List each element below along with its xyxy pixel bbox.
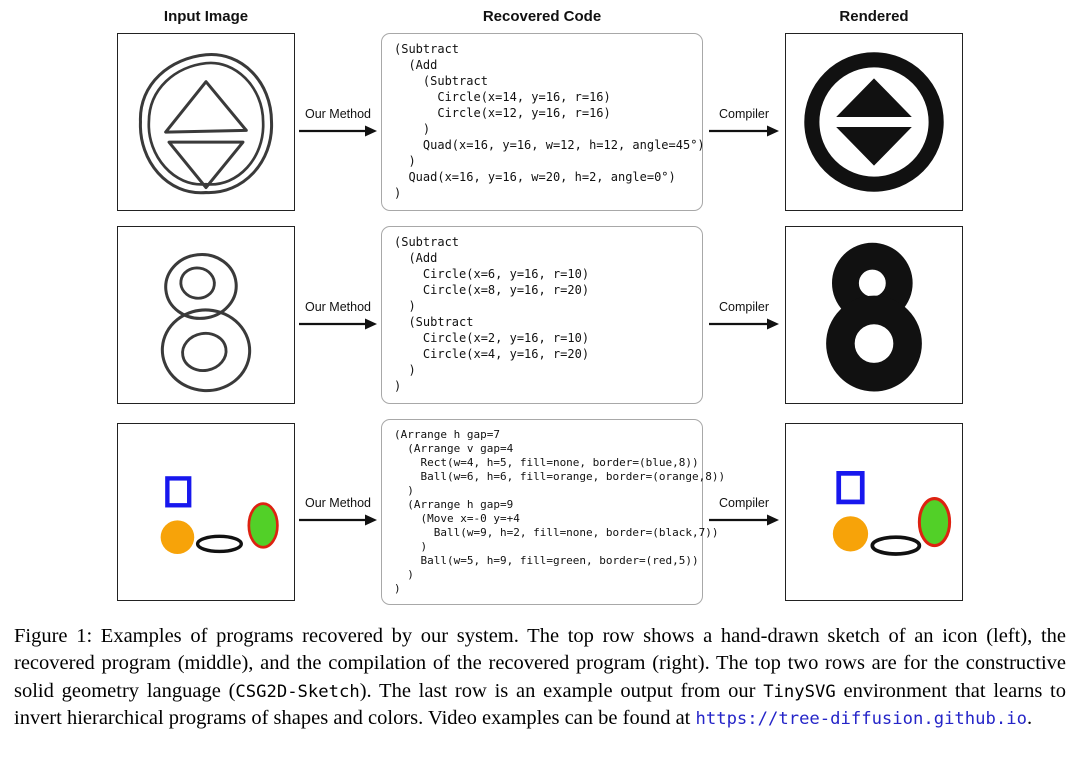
sketch-outer-circle <box>138 53 274 195</box>
recovered-code-icon: (Subtract (Add (Subtract Circle(x=14, y=… <box>394 42 705 200</box>
arrow-our-method-2: Our Method <box>295 300 381 331</box>
input-image-box-icon <box>117 33 295 211</box>
arrow-label-our-method: Our Method <box>304 299 371 314</box>
caption-text-segment: ). The last row is an example output fro… <box>359 679 764 702</box>
rendered-circle-diamond-image <box>804 52 944 192</box>
input-image-box-eight <box>117 226 295 404</box>
input-shapes-image <box>160 476 279 554</box>
blue-square-shape <box>165 476 192 508</box>
sketch-eight-bottom-hole <box>181 331 228 372</box>
figure-row-eight: Our Method (Subtract (Add Circle(x=6, y=… <box>0 226 1080 404</box>
sketch-eight-top-outline <box>164 252 238 320</box>
column-headers: Input Image Recovered Code Rendered <box>0 4 1080 25</box>
arrow-right-icon <box>709 125 779 136</box>
rendered-down-triangle <box>836 127 912 166</box>
arrow-label-compiler: Compiler <box>718 496 769 511</box>
black-ellipse-shape <box>195 534 243 553</box>
green-ball-shape <box>247 502 279 549</box>
caption-text-segment: TinySVG <box>763 681 836 702</box>
arrow-right-icon <box>299 318 377 329</box>
code-box-icon: (Subtract (Add (Subtract Circle(x=14, y=… <box>381 33 705 211</box>
arrow-right-icon <box>299 514 377 526</box>
column-header-input: Input Image <box>163 8 249 25</box>
recovered-code-shapes: (Arrange h gap=7 (Arrange v gap=4 Rect(w… <box>394 428 726 595</box>
rendered-image-box-icon <box>785 33 963 211</box>
arrow-compiler-2: Compiler <box>703 300 785 331</box>
arrow-label-our-method: Our Method <box>304 496 371 511</box>
arrow-right-icon <box>709 514 779 526</box>
sketch-eight-top-hole <box>179 266 216 300</box>
caption-text-segment: environment that learns to invert hierar… <box>14 679 1067 729</box>
arrow-compiler-3: Compiler <box>703 496 785 527</box>
figure-caption: Figure 1: Examples of programs recovered… <box>14 623 1066 732</box>
code-box-shapes: (Arrange h gap=7 (Arrange v gap=4 Rect(w… <box>381 419 726 605</box>
rendered-shapes-image <box>832 470 952 556</box>
sketch-eight-bottom-outline <box>160 308 252 393</box>
sketch-down-triangle <box>167 140 245 190</box>
rendered-image-box-eight <box>785 226 963 404</box>
rendered-eight-bottom-ring <box>826 295 922 392</box>
rendered-eight-image <box>826 242 922 392</box>
sketch-circle-diamond-image <box>138 53 274 195</box>
blue-square-shape <box>836 470 865 505</box>
input-image-box-shapes <box>117 422 295 601</box>
arrow-right-icon <box>709 318 779 329</box>
caption-link[interactable]: https://tree-diffusion.github.io <box>695 708 1027 729</box>
caption-text-segment: . <box>1026 706 1033 729</box>
caption-text-segment: CSG2D-Sketch <box>235 681 360 702</box>
sketch-inner-circle <box>147 61 265 186</box>
arrow-label-our-method: Our Method <box>304 106 371 121</box>
figure-row-icon: Our Method (Subtract (Add (Subtract Circ… <box>0 33 1080 211</box>
arrow-compiler-1: Compiler <box>703 107 785 138</box>
rendered-up-triangle <box>836 78 912 117</box>
arrow-label-compiler: Compiler <box>718 106 769 121</box>
arrow-our-method-1: Our Method <box>295 107 381 138</box>
caption-text-segment: Figure 1: Examples of programs recovered… <box>14 625 1066 702</box>
orange-ball-shape <box>832 516 869 552</box>
column-header-code: Recovered Code <box>482 8 602 25</box>
figure-row-shapes: Our Method (Arrange h gap=7 (Arrange v g… <box>0 419 1080 605</box>
green-ball-shape <box>917 496 952 547</box>
orange-ball-shape <box>160 520 195 554</box>
code-box-eight: (Subtract (Add Circle(x=6, y=16, r=10) C… <box>381 226 703 404</box>
arrow-our-method-3: Our Method <box>295 496 381 527</box>
rendered-image-box-shapes <box>785 422 963 601</box>
black-ellipse-shape <box>870 535 922 556</box>
arrow-right-icon <box>299 125 377 136</box>
column-header-rendered: Rendered <box>839 8 909 25</box>
figure-1: Input Image Recovered Code Rendered Our … <box>0 4 1080 732</box>
sketch-eight-image <box>160 252 252 393</box>
rendered-circle-ring <box>804 52 944 192</box>
sketch-up-triangle <box>164 80 248 134</box>
recovered-code-eight: (Subtract (Add Circle(x=6, y=16, r=10) C… <box>394 235 590 393</box>
arrow-label-compiler: Compiler <box>718 299 769 314</box>
